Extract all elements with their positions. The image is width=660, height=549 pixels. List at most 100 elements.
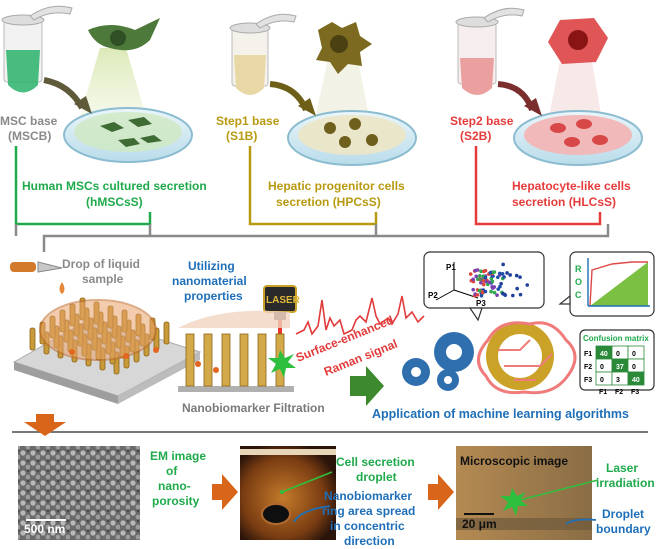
droplet-image-frame [240,446,336,540]
pca-point [496,275,500,280]
ring-label-3: in concentric [330,519,405,533]
laser-irr-label-2: irradiation [596,476,655,490]
particle-3 [153,347,159,353]
gear-blue-mid-icon [437,369,459,391]
nanopillar [163,321,170,345]
bracket-msc [14,146,152,226]
pca-point [490,286,495,290]
nanomaterial-label-1: Utilizing [188,259,235,273]
roc-panel: R O C [558,251,655,317]
cell-droplet-label-2: droplet [356,470,397,484]
step2-tube-liquid [460,58,494,95]
pca-point [499,281,503,286]
filtration-pillars [185,333,285,387]
micro-scale-label: 20 μm [462,517,497,531]
pca-point [478,274,482,278]
filtration-illustration [178,310,296,392]
confusion-cell [627,345,645,360]
nanomaterial-label-2: nanomaterial [172,274,247,288]
step2-base-label-1: Step2 base [450,114,514,128]
confusion-cell [611,345,629,360]
droplet-ring [261,503,291,525]
bracket-step2 [474,146,602,226]
pca-panel: P1 P2 P3 [423,251,545,322]
pca-point [483,289,488,294]
pca-point [482,269,486,274]
laser-label: LASER [266,295,301,306]
orange-right-arrow-1 [212,474,238,510]
confusion-value: 0 [600,377,604,384]
pca-point [481,282,486,287]
brain-circuit-lines [498,339,553,381]
drop-label-2: sample [82,272,124,286]
particle-1 [69,349,75,355]
confusion-cell [627,371,645,386]
step2-curved-arrowhead [524,98,542,116]
orange-right-arrow-2 [428,474,454,510]
confusion-cell [627,358,645,373]
filtration-base [178,386,294,392]
confusion-value: 37 [616,364,624,371]
pca-point [498,284,502,289]
pca-point [491,270,496,275]
pca-point [471,277,475,282]
pca-point [475,277,480,282]
em-image-frame [18,446,140,540]
step1-base-label-2: (S1B) [226,129,257,143]
pca-points [468,262,530,298]
micro-image: 20 μm Microscopic image [456,446,599,540]
confusion-value: 40 [600,351,608,358]
pca-point [518,275,522,279]
droplet-pointer-1 [281,471,333,493]
pca-point [487,280,492,284]
msc-secretion-label-2: (hMSCsS) [86,195,143,209]
msc-cell-3 [118,138,140,147]
confusion-value: 3 [616,377,620,384]
step1-base-label-1: Step1 base [216,114,280,128]
msc-tube-lid [29,5,73,21]
step1-dish-group [269,22,417,166]
pca-point [468,272,473,276]
roc-callout-tail [558,294,571,305]
ring-label-1: Nanobiomarker [324,489,412,503]
pca-point [477,288,482,293]
pca-point [483,275,488,280]
step2-cell-3 [564,137,580,147]
substrate-front [14,362,118,404]
confusion-col-label: F1 [599,389,607,396]
msc-cell-2 [128,117,152,127]
filtration-droplet-film [178,310,290,328]
pca-axis-label-p3: P3 [476,299,486,308]
pca-point [498,271,502,276]
confusion-cell [595,358,613,373]
roc-curve [589,261,648,307]
roc-letter-r: R [575,264,582,274]
orange-down-arrow [24,414,66,436]
pca-point [492,290,497,295]
step2-tube-group [455,7,525,95]
filtration-label: Nanobiomarker Filtration [182,401,325,415]
confusion-cell [611,371,629,386]
bracket-connectors [14,146,610,252]
confusion-title: Confusion matrix [583,334,649,343]
pca-point [475,293,480,297]
pca-callout-tail [468,307,483,322]
micro-boundary-band [456,518,592,530]
step2-cell-1 [550,123,566,133]
msc-tube-group [1,5,73,93]
gears-group [402,321,577,395]
pca-axis-p2 [435,289,455,301]
pca-point [515,286,519,291]
ring-label-2: ring area spread [322,504,415,518]
sers-spark-icon [268,350,296,378]
pca-axis-label-p1: P1 [446,263,456,272]
msc-cell-nucleus [110,30,126,46]
step1-tube-lid [255,13,297,29]
confusion-value: 0 [616,351,620,358]
droplet-pointer-2 [293,505,331,523]
droplet-image [240,446,336,540]
droplet-boundary-label-2: boundary [596,522,651,536]
step1-curved-arrowhead [298,98,316,116]
